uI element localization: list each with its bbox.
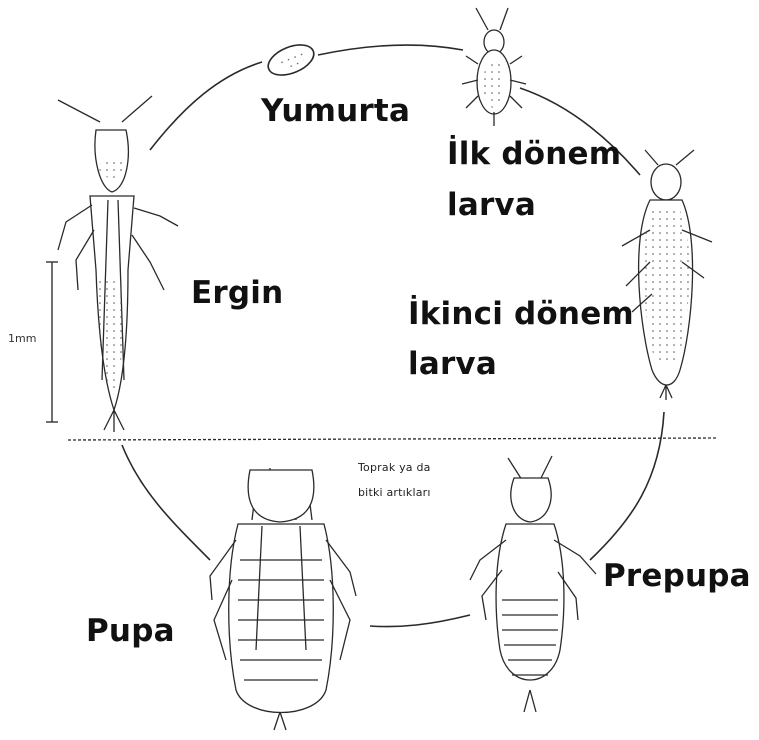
soil-note-line1: Toprak ya da xyxy=(358,461,431,475)
label-second-instar-line1: İkinci dönem xyxy=(408,295,634,333)
label-pupa: Pupa xyxy=(86,612,175,650)
first-instar-larva-illustration xyxy=(462,8,526,126)
scale-bar xyxy=(46,262,58,422)
label-second-instar-line2: larva xyxy=(408,345,497,383)
label-first-instar-line2: larva xyxy=(447,186,536,224)
second-instar-larva-illustration xyxy=(622,150,712,400)
label-first-instar-line1: İlk dönem xyxy=(447,135,621,173)
soil-line xyxy=(68,438,718,440)
arc-pupa-to-adult xyxy=(122,445,210,560)
label-prepupa: Prepupa xyxy=(603,557,751,595)
arc-egg-to-first-instar xyxy=(318,45,463,55)
cycle-arcs xyxy=(122,45,664,626)
egg-illustration xyxy=(264,39,318,81)
arc-second-instar-to-prepupa xyxy=(590,412,664,560)
label-egg: Yumurta xyxy=(261,92,410,130)
scale-label: 1mm xyxy=(8,332,36,345)
arc-adult-to-egg xyxy=(150,62,262,150)
prepupa-illustration xyxy=(470,456,596,712)
pupa-illustration xyxy=(210,468,356,730)
arc-prepupa-to-pupa xyxy=(370,615,470,627)
soil-note-line2: bitki artıkları xyxy=(358,486,431,500)
label-adult: Ergin xyxy=(191,274,283,312)
adult-illustration xyxy=(58,96,178,432)
